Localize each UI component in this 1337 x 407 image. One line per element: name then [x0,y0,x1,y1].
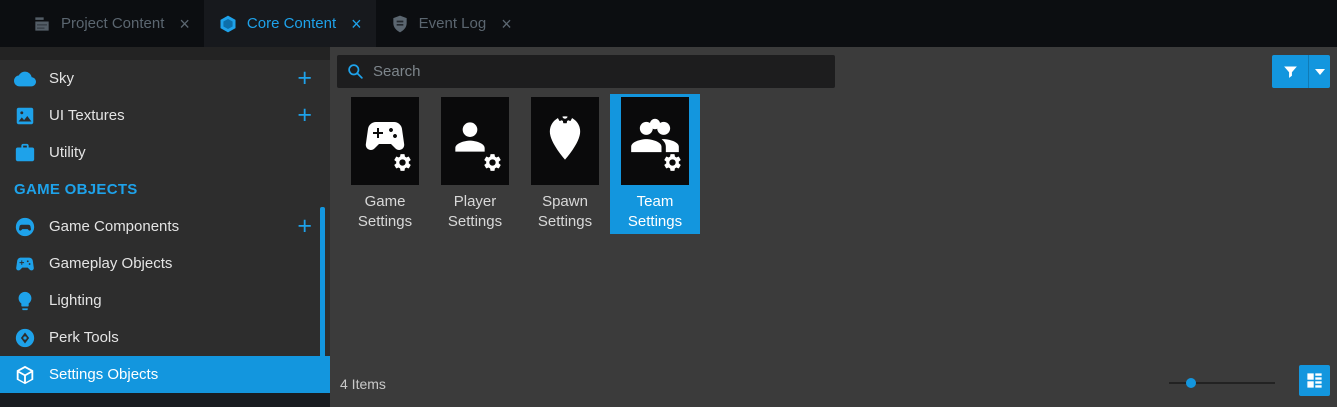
sidebar-section-label: GAME OBJECTS [14,181,138,198]
chevron-down-icon [1314,68,1325,75]
team-gear-icon [621,97,689,185]
sidebar-item-perk-tools[interactable]: Perk Tools [0,319,330,356]
add-sky-button[interactable]: + [297,64,312,92]
grid-item-team-settings[interactable]: Team Settings [610,94,700,234]
gamepad-gear-icon [351,97,419,185]
image-icon [14,105,36,127]
content-category-sidebar: Sky + UI Textures + Utility GAME OBJECTS [0,47,330,407]
sidebar-item-gameplay-objects[interactable]: Gameplay Objects [0,245,330,282]
grid-item-game-settings[interactable]: Game Settings [340,94,430,234]
sidebar-item-lighting[interactable]: Lighting [0,282,330,319]
add-ui-textures-button[interactable]: + [297,101,312,129]
item-count-label: 4 Items [340,376,386,392]
sidebar-partial-row-top [0,47,330,60]
search-icon [348,64,363,79]
editor-body: Sky + UI Textures + Utility GAME OBJECTS [0,47,1337,407]
briefcase-icon [14,142,36,164]
sidebar-section-game-objects: GAME OBJECTS [0,171,330,208]
grid-view-icon [1307,373,1322,388]
tab-bar: Project Content × Core Content × Event L… [0,0,1337,47]
player-gear-icon [441,97,509,185]
gear-icon [482,152,503,173]
tab-label: Project Content [61,15,165,32]
gamepad-icon [14,253,36,275]
event-log-icon [390,14,410,34]
search-box[interactable] [337,55,835,88]
slider-thumb[interactable] [1186,378,1196,388]
component-badge-icon [14,216,36,238]
core-logo-icon [218,14,238,34]
sidebar-item-label: Game Components [49,218,180,235]
content-browser-panel: Game Settings Player Settings [330,47,1337,407]
sidebar-item-ui-textures[interactable]: UI Textures + [0,97,330,134]
tab-label: Event Log [418,15,487,32]
sidebar-item-label: Lighting [49,292,102,309]
sidebar-item-label: Utility [49,144,86,161]
grid-item-spawn-settings[interactable]: Spawn Settings [520,94,610,234]
grid-item-label: Game Settings [357,193,413,230]
close-tab-icon[interactable]: × [501,13,512,34]
sidebar-item-game-components[interactable]: Game Components + [0,208,330,245]
thumbnail-size-slider[interactable] [1169,378,1275,388]
sidebar-item-label: Sky [49,70,75,87]
filter-dropdown-button[interactable] [1308,55,1330,88]
sidebar-item-label: Gameplay Objects [49,255,173,272]
funnel-icon [1272,55,1308,88]
lightbulb-icon [14,290,36,312]
view-mode-button[interactable] [1299,365,1330,396]
grid-item-player-settings[interactable]: Player Settings [430,94,520,234]
sidebar-item-label: Perk Tools [49,329,119,346]
grid-item-label: Player Settings [447,193,503,230]
close-tab-icon[interactable]: × [351,13,362,34]
browser-toolbar [330,47,1337,88]
tab-event-log[interactable]: Event Log × [376,0,526,47]
close-tab-icon[interactable]: × [179,13,190,34]
search-input[interactable] [373,63,825,80]
perk-badge-icon [14,327,36,349]
sidebar-item-label: Settings Objects [49,366,159,383]
add-game-components-button[interactable]: + [297,212,312,240]
spawn-pin-gear-icon [531,97,599,185]
tab-core-content[interactable]: Core Content × [203,0,376,47]
cube-icon [14,364,36,386]
asset-grid: Game Settings Player Settings [330,88,1337,234]
grid-item-label: Spawn Settings [537,193,593,230]
filter-button[interactable] [1272,55,1330,88]
sidebar-item-sky[interactable]: Sky + [0,60,330,97]
sidebar-partial-row-bottom [0,393,330,407]
sidebar-item-label: UI Textures [49,107,125,124]
sidebar-item-utility[interactable]: Utility [0,134,330,171]
tab-project-content[interactable]: Project Content × [18,0,204,47]
gear-icon [556,107,574,125]
sidebar-scrollbar-thumb[interactable] [320,207,325,365]
gear-icon [392,152,413,173]
grid-item-label: Team Settings [627,193,683,230]
tab-label: Core Content [246,15,337,32]
project-content-icon [32,14,52,34]
cloud-icon [14,68,36,90]
gear-icon [662,152,683,173]
sidebar-item-settings-objects[interactable]: Settings Objects [0,356,330,393]
